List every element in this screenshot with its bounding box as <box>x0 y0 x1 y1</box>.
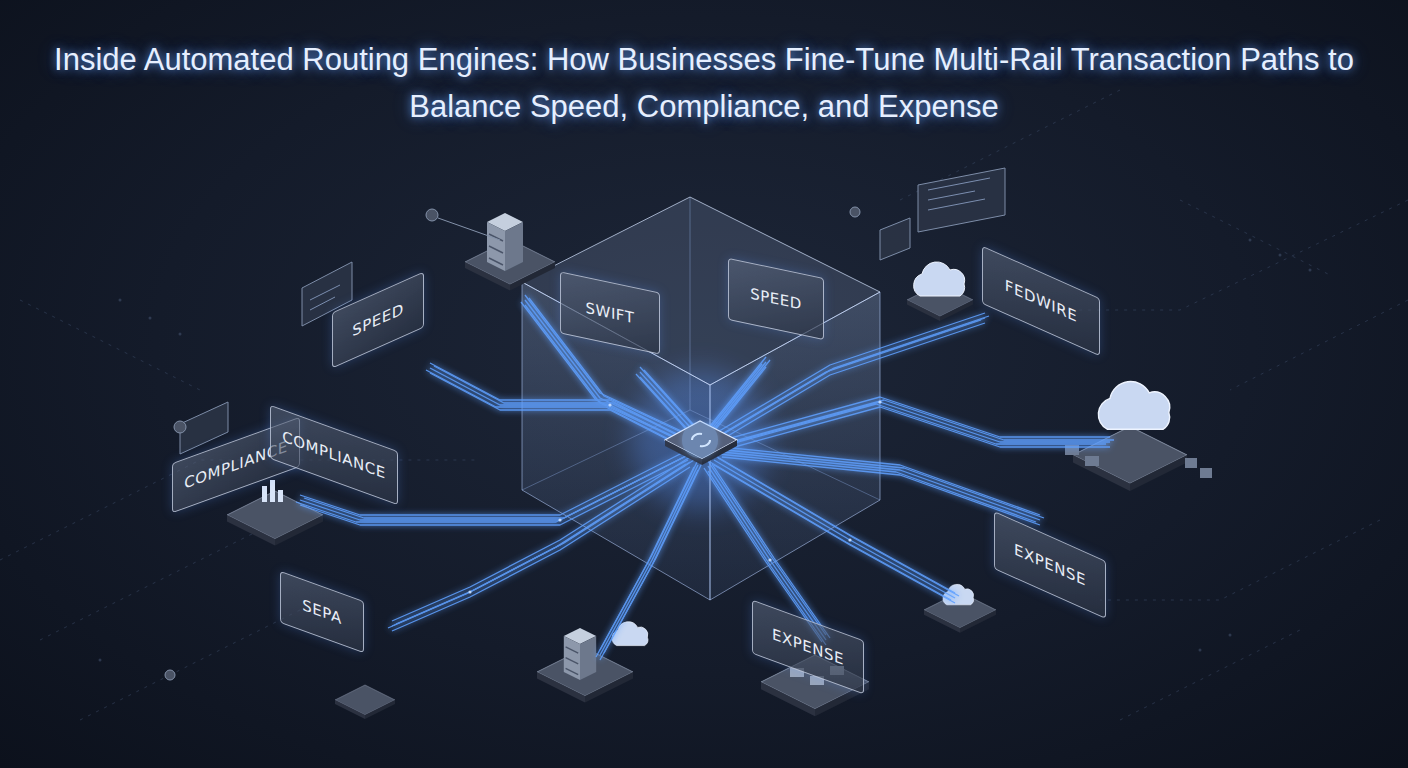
panel-label: SWIFT <box>586 299 635 327</box>
panel-label: SPEED <box>750 285 802 314</box>
panel-label: FEDWIRE <box>1005 276 1077 326</box>
label-panel: EXPENSE <box>994 511 1106 619</box>
label-panel: SWIFT <box>560 271 660 354</box>
label-panel: SPEED <box>332 272 424 369</box>
label-panel: EXPENSE <box>752 600 864 695</box>
panel-label: SPEED <box>352 300 404 341</box>
panel-label: EXPENSE <box>772 625 844 669</box>
label-panel: SEPA <box>280 571 364 654</box>
panel-label: COMPLIANCE <box>282 427 385 483</box>
panel-label: SEPA <box>302 596 341 628</box>
label-panel: COMPLIANCE <box>270 405 398 506</box>
label-panel: SPEED <box>728 258 824 340</box>
label-panel: FEDWIRE <box>982 246 1100 357</box>
panel-label: EXPENSE <box>1014 540 1086 590</box>
diagram-title: Inside Automated Routing Engines: How Bu… <box>44 36 1364 130</box>
